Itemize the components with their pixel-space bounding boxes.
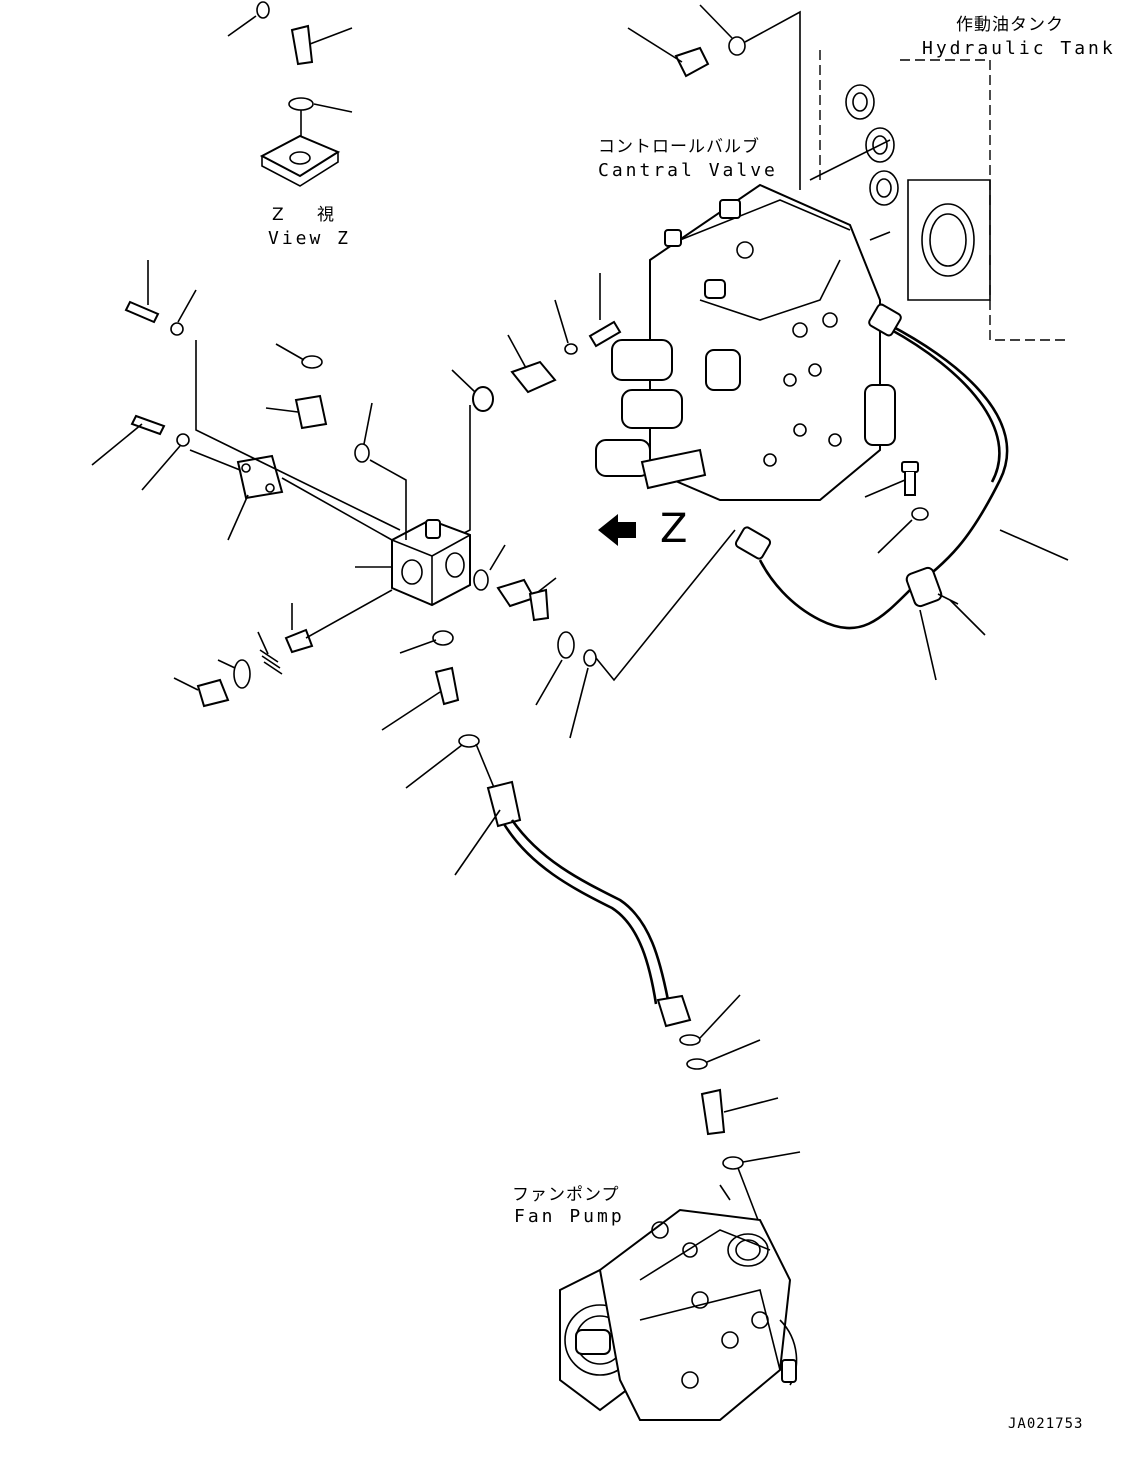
check-parts-left <box>173 589 393 708</box>
bolts-left <box>91 260 401 531</box>
control-valve-label-en: Cantral Valve <box>598 160 778 181</box>
fan-pump-label-jp: ファンポンプ <box>512 1185 620 1205</box>
relief-valve-parts <box>399 529 736 739</box>
control-valve <box>595 183 896 501</box>
clamp-parts <box>409 273 622 561</box>
view-z-label-jp: Z 視 <box>272 205 349 225</box>
fan-pump <box>559 1184 798 1421</box>
view-z-label-en: View Z <box>268 228 352 249</box>
valve-hose <box>734 303 1069 681</box>
z-arrow-label: Z <box>660 506 688 552</box>
grease-fittings-top <box>227 1 353 66</box>
pump-fittings <box>679 994 801 1221</box>
view-z <box>259 97 353 187</box>
manifold-plate <box>227 454 393 541</box>
fan-pump-hose <box>381 666 692 1028</box>
hydraulic-tank-label-en: Hydraulic Tank <box>922 38 1116 59</box>
hydraulic-tank-label-jp: 作動油タンク <box>956 15 1064 35</box>
z-direction-arrow <box>598 514 636 546</box>
elbow-fitting <box>265 343 407 540</box>
tank-seals <box>809 84 899 206</box>
drawing-code: JA021753 <box>1008 1416 1084 1432</box>
hydraulic-tank <box>819 50 1070 341</box>
top-plug <box>627 4 801 190</box>
control-valve-label-jp: コントロールバルブ <box>598 137 760 157</box>
fan-pump-label-en: Fan Pump <box>514 1206 625 1227</box>
manifold-block <box>355 518 471 607</box>
valve-bolt-right <box>864 461 929 554</box>
